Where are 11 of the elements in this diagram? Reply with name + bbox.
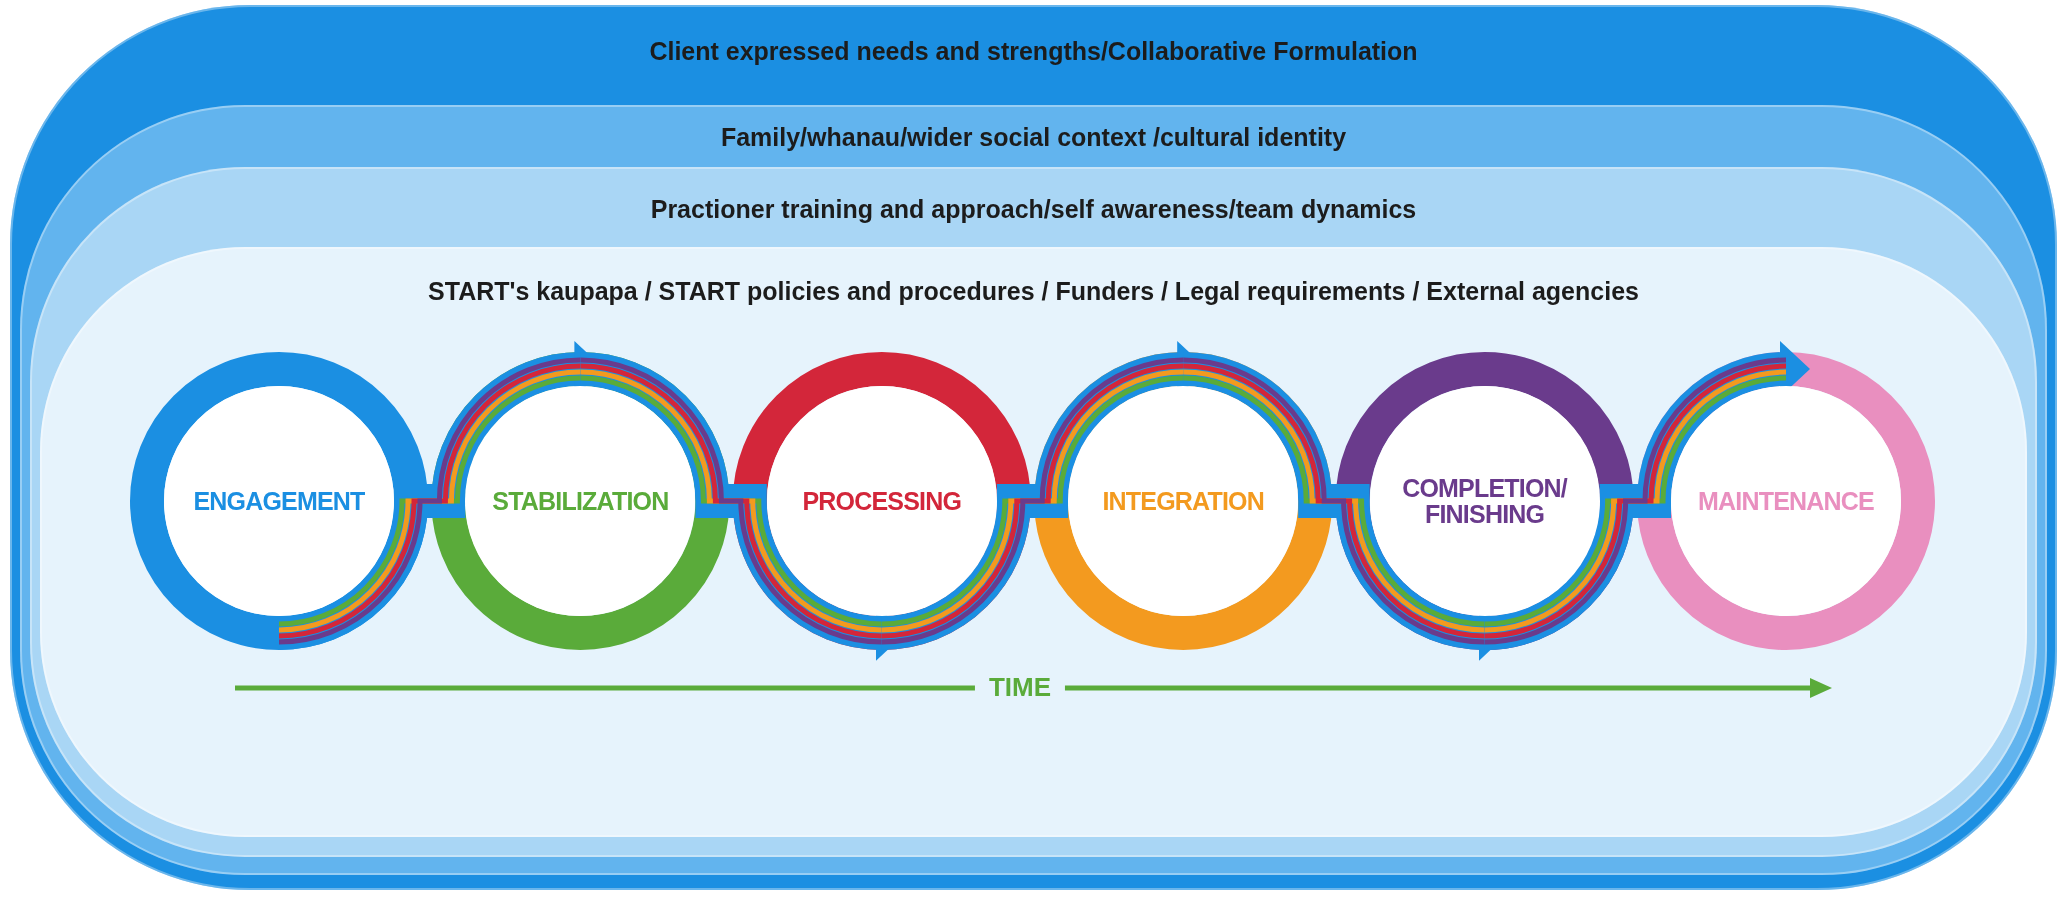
- context-band: [40, 247, 2027, 837]
- stage-label: STABILIZATION: [492, 487, 669, 515]
- stage-label: MAINTENANCE: [1698, 487, 1874, 515]
- stage-label: ENGAGEMENT: [193, 487, 365, 515]
- stage-label: PROCESSING: [802, 487, 962, 515]
- band-title: START's kaupapa / START policies and procedures / Funders / Legal requirements / External agencies: [427, 277, 1640, 306]
- stage-label: COMPLETION/ FINISHING: [1401, 474, 1569, 528]
- band-title: Family/whanau/wider social context /cultural identity: [719, 123, 1348, 152]
- stage-label: INTEGRATION: [1102, 487, 1264, 515]
- band-title: Client expressed needs and strengths/Collaborative Formulation: [648, 37, 1419, 66]
- band-title: Practioner training and approach/self awareness/team dynamics: [649, 195, 1418, 224]
